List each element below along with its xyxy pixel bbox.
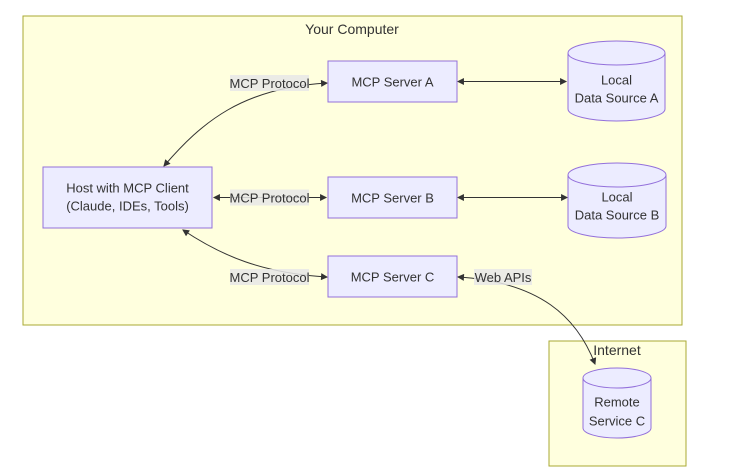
- edge-label-web-apis: Web APIs: [474, 269, 532, 285]
- cylinder-top: [582, 367, 652, 389]
- edge-label-bg: [230, 189, 309, 206]
- node-local-data-source-b-line1: Local: [601, 190, 632, 205]
- cylinder-body: [582, 378, 652, 439]
- node-remote-service-c-line2: Service C: [589, 414, 645, 429]
- node-mcp-server-c-label: MCP Server C: [351, 270, 435, 285]
- cluster-your-computer-label: Your Computer: [305, 21, 399, 37]
- edge-label-text: Web APIs: [475, 270, 532, 285]
- node-local-data-source-b: Local Data Source B: [567, 162, 667, 239]
- node-mcp-server-a: MCP Server A: [327, 60, 458, 103]
- node-local-data-source-a-line1: Local: [601, 73, 632, 88]
- edge-label-text: MCP Protocol: [230, 270, 310, 285]
- node-local-data-source-a: Local Data Source A: [567, 40, 666, 122]
- cylinder-body: [567, 175, 667, 239]
- cylinder-top: [567, 40, 666, 66]
- node-local-data-source-b-line2: Data Source B: [575, 208, 660, 223]
- node-mcp-server-b-box: [327, 176, 458, 219]
- edge-label-mcp-protocol-b: MCP Protocol: [230, 189, 310, 206]
- node-mcp-server-c: MCP Server C: [327, 255, 458, 298]
- edge-label-mcp-protocol-a: MCP Protocol: [230, 75, 310, 91]
- node-host-label-line1: Host with MCP Client: [66, 181, 189, 196]
- cluster-internet-label: Internet: [593, 342, 641, 358]
- node-host: Host with MCP Client (Claude, IDEs, Tool…: [42, 166, 213, 229]
- node-remote-service-c-line1: Remote: [594, 395, 640, 410]
- node-mcp-server-a-label: MCP Server A: [351, 75, 433, 90]
- node-host-box: [42, 166, 213, 229]
- node-mcp-server-b-label: MCP Server B: [351, 191, 434, 206]
- cylinder-body: [567, 53, 666, 122]
- node-remote-service-c: Remote Service C: [582, 367, 652, 439]
- node-mcp-server-c-box: [327, 255, 458, 298]
- edge-label-bg: [474, 269, 532, 285]
- node-mcp-server-a-box: [327, 60, 458, 103]
- edge-label-mcp-protocol-c: MCP Protocol: [230, 269, 310, 285]
- edge-label-bg: [230, 269, 309, 285]
- node-mcp-server-b: MCP Server B: [327, 176, 458, 219]
- edge-label-text: MCP Protocol: [230, 191, 310, 206]
- cylinder-top: [567, 162, 667, 188]
- node-local-data-source-a-line2: Data Source A: [575, 91, 659, 106]
- node-host-label-line2: (Claude, IDEs, Tools): [66, 199, 189, 214]
- edge-label-bg: [230, 75, 309, 91]
- edge-label-text: MCP Protocol: [230, 76, 310, 91]
